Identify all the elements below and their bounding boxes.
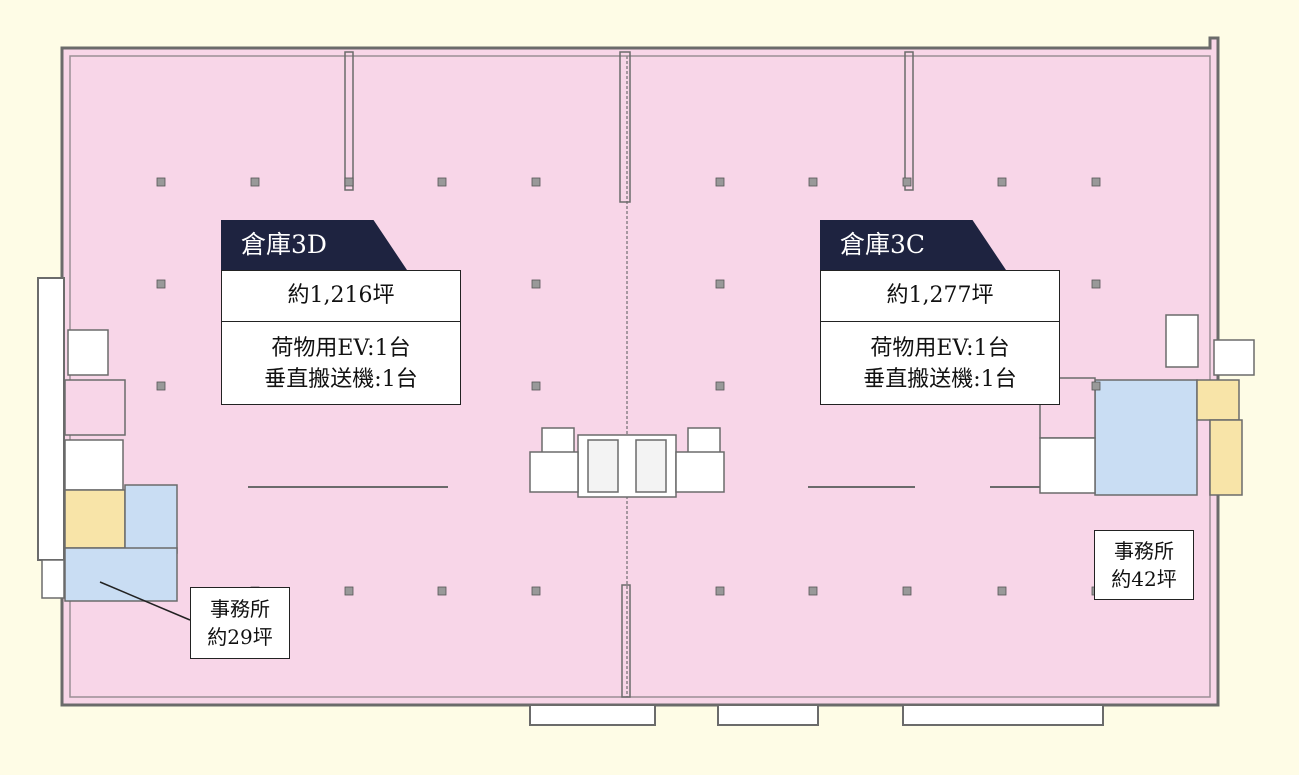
central-core: [529, 427, 725, 498]
column: [531, 381, 541, 391]
column: [250, 177, 260, 187]
office-right-area: 約42坪: [1111, 567, 1177, 591]
right-core: [1039, 314, 1255, 496]
column: [437, 177, 447, 187]
column: [808, 586, 818, 596]
column: [715, 586, 725, 596]
office-right-label: 事務所 約42坪: [1094, 530, 1194, 600]
partition-wall: [904, 51, 914, 191]
warehouse-3d-elevator: 荷物用EV:1台: [271, 335, 411, 361]
column: [997, 177, 1007, 187]
column: [715, 279, 725, 289]
column: [531, 177, 541, 187]
left-annex-lower: [41, 559, 65, 599]
center-wall-top: [619, 51, 631, 203]
office-right-title: 事務所: [1114, 539, 1174, 563]
office-leader-line: [99, 581, 191, 621]
column: [1091, 381, 1101, 391]
column: [156, 279, 166, 289]
column: [344, 586, 354, 596]
warehouse-3d-conveyor: 垂直搬送機:1台: [264, 366, 418, 392]
column: [437, 586, 447, 596]
warehouse-3c-conveyor: 垂直搬送機:1台: [863, 366, 1017, 392]
column: [531, 586, 541, 596]
warehouse-floor: [60, 36, 1220, 707]
column: [808, 177, 818, 187]
column: [344, 177, 354, 187]
column: [715, 381, 725, 391]
warehouse-3d-label: 約1,216坪 荷物用EV:1台 垂直搬送機:1台: [221, 270, 461, 405]
warehouse-3c-area: 約1,277坪: [821, 271, 1059, 322]
bottom-docks: [529, 704, 1104, 726]
column: [902, 177, 912, 187]
warehouse-3d-area: 約1,216坪: [222, 271, 460, 322]
left-core: [64, 329, 178, 602]
left-annex: [37, 277, 65, 561]
inner-wall-line: [69, 55, 1211, 698]
warehouse-3c-elevator: 荷物用EV:1台: [870, 335, 1010, 361]
office-left-area: 約29坪: [207, 625, 273, 649]
warehouse-3c-label: 約1,277坪 荷物用EV:1台 垂直搬送機:1台: [820, 270, 1060, 405]
partition-wall: [344, 51, 354, 191]
column: [997, 586, 1007, 596]
office-left-label: 事務所 約29坪: [190, 587, 290, 659]
warehouse-3c-specs: 荷物用EV:1台 垂直搬送機:1台: [821, 323, 1059, 404]
column: [1091, 177, 1101, 187]
warehouse-3c-tag: 倉庫3C: [820, 220, 1006, 270]
office-left-title: 事務所: [210, 597, 270, 621]
warehouse-3d-specs: 荷物用EV:1台 垂直搬送機:1台: [222, 323, 460, 404]
column: [1091, 279, 1101, 289]
column: [902, 586, 912, 596]
warehouse-3d-tag: 倉庫3D: [221, 220, 407, 270]
column: [531, 279, 541, 289]
center-wall-bottom: [621, 584, 631, 698]
column: [156, 381, 166, 391]
column: [156, 177, 166, 187]
column: [715, 177, 725, 187]
